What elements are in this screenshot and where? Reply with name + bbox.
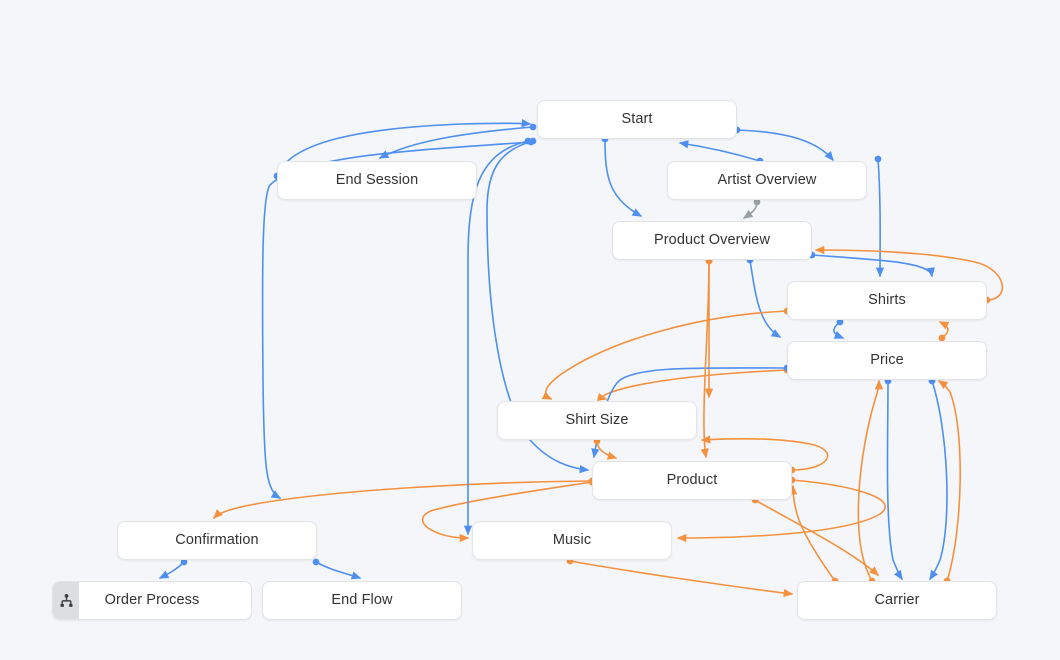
- edge-artist-overview-to-start[interactable]: [678, 140, 764, 165]
- node-label: Confirmation: [175, 532, 259, 549]
- edge-carrier-to-price[interactable]: [937, 380, 961, 585]
- node-product-overview[interactable]: Product Overview: [612, 221, 812, 260]
- node-artist-overview[interactable]: Artist Overview: [667, 161, 867, 200]
- node-end-flow[interactable]: End Flow: [262, 581, 462, 620]
- edge-artist-overview-to-product-overview[interactable]: [742, 198, 761, 219]
- node-label: Price: [870, 352, 904, 369]
- edge-start-to-product-overview[interactable]: [601, 135, 643, 217]
- node-end-session[interactable]: End Session: [277, 161, 477, 200]
- node-label: Order Process: [104, 592, 200, 609]
- edge-product-overview-to-price[interactable]: [746, 256, 782, 338]
- edge-product-overview-to-product[interactable]: [700, 257, 713, 459]
- edge-confirmation-to-order-process[interactable]: [158, 558, 188, 579]
- node-label: Shirt Size: [565, 412, 629, 429]
- node-shirts[interactable]: Shirts: [787, 281, 987, 320]
- edge-start-to-artist-overview[interactable]: [733, 126, 834, 161]
- node-start[interactable]: Start: [537, 100, 737, 139]
- edge-start-to-end-session[interactable]: [378, 123, 537, 159]
- edge-price-to-carrier[interactable]: [928, 377, 948, 581]
- node-label: End Session: [335, 172, 419, 189]
- node-music[interactable]: Music: [472, 521, 672, 560]
- edge-carrier-to-price[interactable]: [857, 379, 884, 585]
- node-product[interactable]: Product: [592, 461, 792, 500]
- node-label: Artist Overview: [717, 172, 817, 189]
- edge-product-to-carrier[interactable]: [751, 496, 879, 576]
- node-shirt-size[interactable]: Shirt Size: [497, 401, 697, 440]
- edge-product-overview-to-shirts[interactable]: [808, 251, 935, 278]
- node-label: Start: [621, 111, 653, 128]
- edge-carrier-to-product[interactable]: [788, 484, 839, 585]
- node-label: Product Overview: [653, 232, 771, 249]
- edge-price-to-shirt-size[interactable]: [596, 366, 791, 402]
- edge-shirts-to-shirt-size[interactable]: [541, 307, 791, 400]
- node-label: Product: [666, 472, 718, 489]
- edge-price-to-carrier[interactable]: [884, 377, 903, 581]
- edge-music-to-carrier[interactable]: [566, 557, 794, 598]
- edge-price-to-shirts[interactable]: [938, 321, 950, 342]
- node-price[interactable]: Price: [787, 341, 987, 380]
- edge-start-to-shirts[interactable]: [874, 155, 885, 278]
- node-confirmation[interactable]: Confirmation: [117, 521, 317, 560]
- node-label: Carrier: [874, 592, 920, 609]
- edge-start-to-music[interactable]: [463, 137, 532, 536]
- node-label: Shirts: [868, 292, 906, 309]
- node-carrier[interactable]: Carrier: [797, 581, 997, 620]
- edge-product-to-confirmation[interactable]: [213, 477, 596, 519]
- node-label: Music: [552, 532, 592, 549]
- edge-confirmation-to-end-flow[interactable]: [312, 558, 362, 580]
- node-label: End Flow: [331, 592, 393, 609]
- edge-shirts-to-price[interactable]: [833, 318, 845, 339]
- subflow-icon: [53, 582, 79, 619]
- edge-shirt-size-to-product[interactable]: [593, 437, 618, 460]
- node-order-process[interactable]: Order Process: [52, 581, 252, 620]
